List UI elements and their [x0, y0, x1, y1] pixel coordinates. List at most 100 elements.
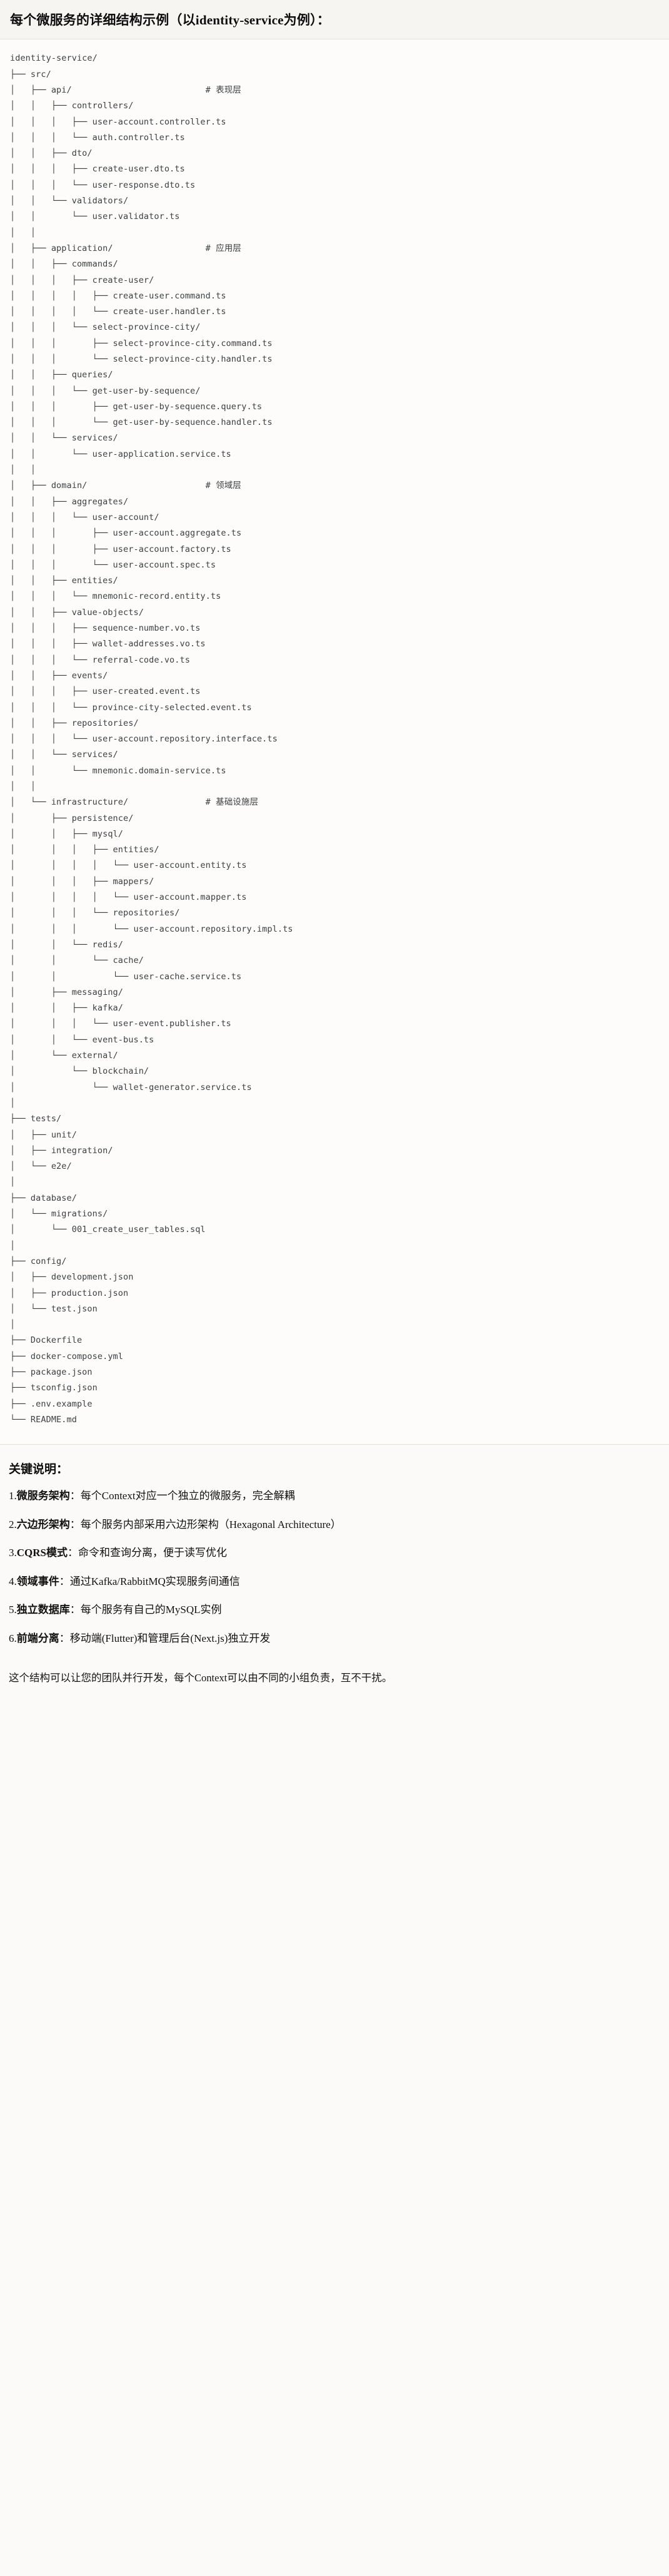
key-note-description: 每个服务有自己的MySQL实例 — [80, 1604, 222, 1616]
tree-line: │ │ ├── events/ — [10, 670, 108, 681]
key-note-separator: ： — [59, 1575, 70, 1587]
tree-line: │ │ ├── commands/ — [10, 259, 118, 270]
tree-line: │ ├── messaging/ — [10, 987, 124, 997]
tree-line: ├── package.json — [10, 1367, 93, 1377]
tree-line: │ ├── persistence/ — [10, 813, 134, 823]
key-note-index: 4. — [9, 1575, 17, 1587]
key-note-separator: ： — [67, 1547, 78, 1559]
tree-line: │ ├── domain/ # 领域层 — [10, 481, 241, 491]
key-note-term: 六边形架构 — [16, 1518, 70, 1530]
tree-line: │ │ │ └── select-province-city.handler.t… — [10, 354, 273, 364]
tree-line: │ │ ├── repositories/ — [10, 718, 139, 728]
footer-note: 这个结构可以让您的团队并行开发，每个Context可以由不同的小组负责，互不干扰… — [0, 1665, 669, 1700]
tree-line: │ — [10, 1177, 16, 1188]
key-note-description: 通过Kafka/RabbitMQ实现服务间通信 — [69, 1575, 240, 1587]
tree-line: │ └── 001_create_user_tables.sql — [10, 1224, 206, 1235]
tree-line: │ │ └── redis/ — [10, 939, 124, 950]
key-note-index: 2. — [9, 1518, 17, 1530]
tree-line: │ │ │ └── province-city-selected.event.t… — [10, 702, 252, 713]
tree-line: │ │ ├── controllers/ — [10, 101, 134, 111]
tree-line: │ │ │ └── get-user-by-sequence.handler.t… — [10, 417, 273, 428]
key-note-description: 每个服务内部采用六边形架构（Hexagonal Architecture） — [80, 1518, 341, 1530]
tree-line: │ │ │ └── user-response.dto.ts — [10, 180, 196, 190]
key-note-index: 3. — [9, 1547, 17, 1559]
key-note-item: 5.独立数据库：每个服务有自己的MySQL实例 — [9, 1602, 660, 1618]
tree-line: │ │ │ ├── user-account.factory.ts — [10, 544, 231, 554]
tree-line: │ — [10, 1097, 16, 1108]
key-note-item: 6.前端分离：移动端(Flutter)和管理后台(Next.js)独立开发 — [9, 1631, 660, 1647]
tree-line: │ │ │ ├── entities/ — [10, 845, 159, 855]
tree-line: │ │ └── mnemonic.domain-service.ts — [10, 765, 226, 776]
tree-line: │ │ ├── aggregates/ — [10, 496, 129, 507]
tree-line: │ └── migrations/ — [10, 1209, 108, 1219]
tree-line: │ │ ├── kafka/ — [10, 1003, 124, 1014]
tree-line: │ │ ├── dto/ — [10, 148, 93, 159]
directory-tree-block: identity-service/├── src/│ ├── api/ # 表现… — [0, 39, 669, 1445]
key-note-index: 6. — [9, 1632, 17, 1644]
tree-line: ├── .env.example — [10, 1398, 93, 1409]
tree-line: ├── tsconfig.json — [10, 1383, 98, 1393]
tree-line: │ │ │ ├── user-created.event.ts — [10, 686, 201, 697]
tree-line: │ ├── application/ # 应用层 — [10, 243, 241, 253]
tree-line: │ ├── integration/ — [10, 1145, 113, 1156]
tree-line: │ │ │ │ └── user-account.entity.ts — [10, 860, 247, 871]
tree-line: │ │ └── services/ — [10, 433, 118, 444]
tree-line: │ │ │ └── mnemonic-record.entity.ts — [10, 591, 221, 602]
tree-line: │ │ │ └── user-account.spec.ts — [10, 559, 216, 570]
tree-line: │ │ │ └── user-event.publisher.ts — [10, 1019, 231, 1029]
tree-line: │ │ ├── value-objects/ — [10, 607, 144, 618]
tree-line: │ └── test.json — [10, 1303, 98, 1314]
key-note-term: 前端分离 — [16, 1632, 59, 1644]
key-note-item: 3.CQRS模式：命令和查询分离，便于读写优化 — [9, 1545, 660, 1561]
tree-line: │ │ │ └── user-account/ — [10, 512, 159, 522]
tree-line: │ │ │ └── select-province-city/ — [10, 322, 201, 333]
tree-line: │ │ │ └── user-account.repository.interf… — [10, 734, 278, 745]
key-note-index: 1. — [9, 1490, 17, 1502]
key-note-separator: ： — [69, 1604, 81, 1616]
key-note-index: 5. — [9, 1604, 17, 1616]
key-note-term: 领域事件 — [16, 1575, 59, 1587]
tree-line: │ └── infrastructure/ # 基础设施层 — [10, 797, 259, 808]
tree-line: │ │ │ ├── get-user-by-sequence.query.ts — [10, 401, 263, 412]
tree-line: ├── Dockerfile — [10, 1335, 83, 1346]
tree-line: │ │ — [10, 227, 36, 238]
tree-line: │ │ │ ├── select-province-city.command.t… — [10, 338, 273, 349]
tree-line: │ │ └── validators/ — [10, 196, 129, 206]
key-note-item: 2.六边形架构：每个服务内部采用六边形架构（Hexagonal Architec… — [9, 1517, 660, 1533]
tree-line: │ │ └── cache/ — [10, 955, 144, 966]
tree-line: │ ├── api/ # 表现层 — [10, 84, 241, 95]
tree-line: │ ├── development.json — [10, 1272, 134, 1283]
tree-line: ├── config/ — [10, 1256, 67, 1266]
tree-line: │ │ └── user-application.service.ts — [10, 449, 231, 459]
directory-tree: identity-service/├── src/│ ├── api/ # 表现… — [10, 51, 659, 1428]
tree-line: │ └── e2e/ — [10, 1161, 72, 1172]
tree-line: │ └── blockchain/ — [10, 1066, 149, 1077]
tree-line: ├── docker-compose.yml — [10, 1351, 124, 1362]
tree-line: │ │ └── user.validator.ts — [10, 211, 180, 222]
tree-line: │ ├── production.json — [10, 1288, 129, 1298]
key-note-item: 1.微服务架构：每个Context对应一个独立的微服务，完全解耦 — [9, 1488, 660, 1504]
tree-line: │ └── external/ — [10, 1051, 118, 1061]
key-note-separator: ： — [59, 1632, 70, 1644]
tree-line: │ — [10, 1240, 16, 1251]
tree-line: ├── src/ — [10, 69, 51, 79]
tree-line: │ │ │ └── repositories/ — [10, 908, 180, 919]
tree-line: │ │ └── user-cache.service.ts — [10, 971, 242, 982]
document-header: 每个微服务的详细结构示例（以identity-service为例）： — [0, 0, 669, 40]
key-note-term: 独立数据库 — [16, 1604, 70, 1616]
tree-line: │ │ │ └── auth.controller.ts — [10, 132, 185, 143]
tree-line: │ │ │ ├── create-user/ — [10, 275, 154, 285]
tree-line: │ │ │ ├── wallet-addresses.vo.ts — [10, 639, 206, 649]
page-title: 每个微服务的详细结构示例（以identity-service为例）： — [10, 13, 330, 28]
tree-line: │ │ ├── queries/ — [10, 370, 113, 380]
key-note-description: 每个Context对应一个独立的微服务，完全解耦 — [80, 1490, 295, 1502]
key-note-separator: ： — [69, 1490, 81, 1502]
tree-line: │ │ — [10, 781, 36, 792]
key-note-item: 4.领域事件：通过Kafka/RabbitMQ实现服务间通信 — [9, 1574, 660, 1590]
key-note-term: CQRS模式 — [16, 1547, 68, 1559]
tree-line: │ │ │ │ ├── create-user.command.ts — [10, 290, 226, 301]
tree-line: │ │ │ │ └── create-user.handler.ts — [10, 307, 226, 317]
tree-line: │ │ └── event-bus.ts — [10, 1034, 154, 1045]
